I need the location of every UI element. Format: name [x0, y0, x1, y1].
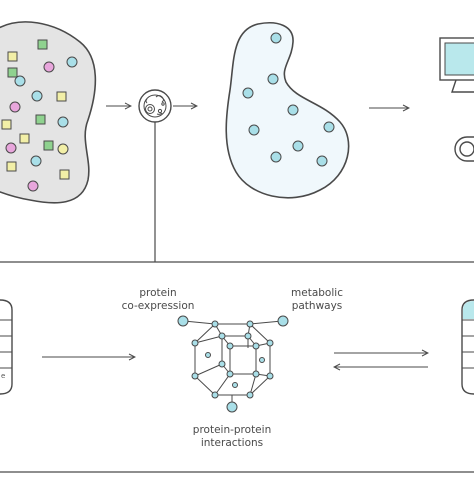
- tissue-molecules: [1, 39, 78, 192]
- sample-proteins: [242, 32, 335, 167]
- network-nodes: [177, 315, 289, 413]
- ppi-label-line2: interactions: [200, 437, 264, 449]
- coexpression-label: protein co-expression: [108, 287, 208, 313]
- coexpression-label-line2: co-expression: [121, 300, 195, 312]
- metabolic-label: metabolic pathways: [272, 287, 362, 313]
- database-fragment-text: e: [1, 372, 5, 380]
- ppi-label: protein-protein interactions: [172, 424, 292, 450]
- mouse-icon: [454, 136, 474, 162]
- database-icon: [0, 299, 13, 395]
- network-graph-icon: [183, 320, 283, 406]
- sample-blob: [225, 22, 350, 199]
- ppi-label-line1: protein-protein: [192, 424, 272, 436]
- metabolic-label-line1: metabolic: [291, 287, 343, 299]
- cell-icon: [138, 89, 172, 123]
- coexpression-label-line1: protein: [139, 287, 177, 299]
- metabolic-label-line2: pathways: [291, 300, 343, 312]
- database-icon-right: [461, 299, 474, 395]
- computer-monitor-icon: [439, 37, 474, 93]
